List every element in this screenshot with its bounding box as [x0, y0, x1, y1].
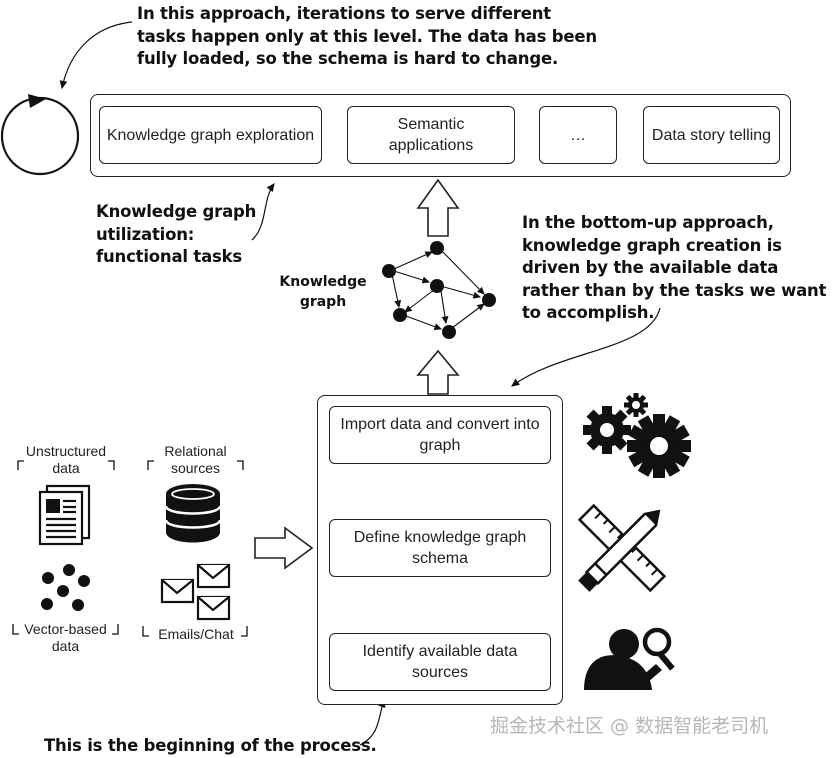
gears-icon — [583, 393, 691, 478]
top-note-connector — [59, 21, 133, 90]
up-arrow-to-kg — [416, 349, 460, 395]
label-relational-sources: Relational sources — [164, 443, 227, 476]
task-data-story-telling: Data story telling — [643, 106, 780, 164]
utilization-connector — [251, 183, 275, 241]
knowledge-graph-label: Knowledge graph — [279, 274, 367, 310]
source-brackets — [12, 460, 248, 637]
up-arrow-to-tasks — [416, 178, 460, 237]
label-vector-based-data: Vector-based data — [24, 621, 107, 654]
step-define-schema: Define knowledge graph schema — [329, 519, 551, 577]
person-magnifier-icon — [584, 627, 675, 690]
dots-icon — [41, 564, 90, 611]
watermark: 掘金技术社区 @ 数据智能老司机 — [490, 715, 769, 737]
cycle-icon — [0, 94, 80, 176]
document-icon — [38, 484, 91, 546]
right-arrow-sources — [254, 526, 314, 570]
envelopes-icon — [160, 563, 231, 621]
task-semantic-applications: Semantic applications — [347, 106, 515, 164]
knowledge-graph-network — [382, 241, 496, 339]
task-ellipsis: … — [539, 106, 617, 164]
task-knowledge-graph-exploration: Knowledge graph exploration — [99, 106, 322, 164]
beginning-note: This is the beginning of the process. — [44, 736, 377, 755]
bottom-up-connector — [511, 307, 661, 387]
utilization-note: Knowledge graph utilization: functional … — [96, 202, 257, 266]
ruler-pencil-icon — [577, 503, 667, 593]
bottom-up-note: In the bottom-up approach, knowledge gra… — [522, 213, 827, 322]
label-unstructured-data: Unstructured data — [25, 443, 107, 476]
label-emails-chat: Emails/Chat — [158, 626, 234, 642]
step-identify-sources: Identify available data sources — [329, 633, 551, 691]
database-icon — [164, 484, 222, 543]
top-note: In this approach, iterations to serve di… — [137, 4, 597, 68]
step-import-data: Import data and convert into graph — [329, 406, 551, 464]
